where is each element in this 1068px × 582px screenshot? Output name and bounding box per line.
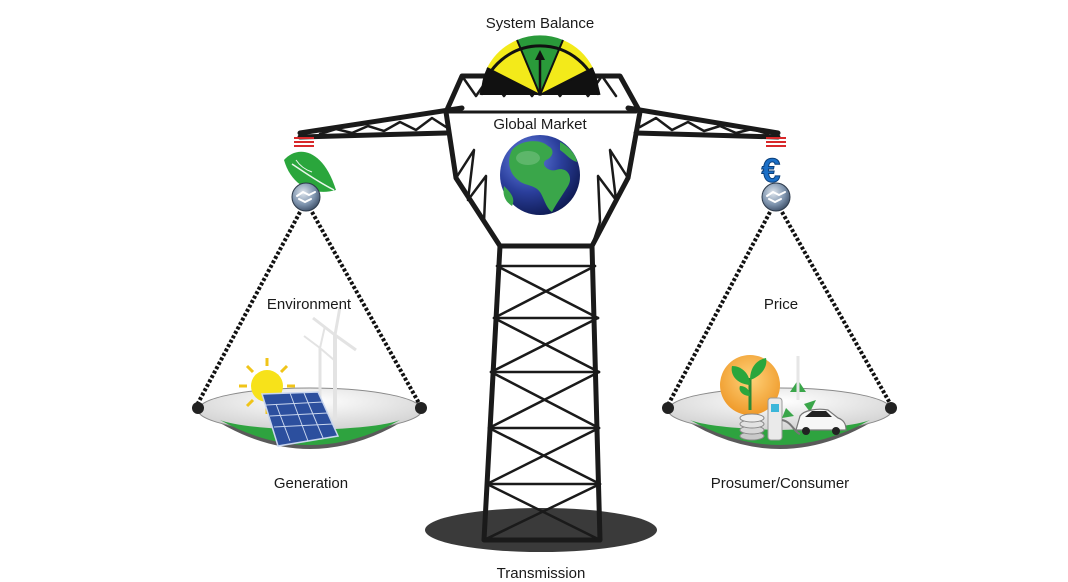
tower-shadow: [425, 508, 657, 552]
transmission-label: Transmission: [496, 565, 586, 582]
plant-icon: [720, 355, 780, 415]
handshake-icon: [761, 182, 791, 212]
car-icon: [795, 408, 847, 435]
handshake-icon: [291, 182, 321, 212]
right-hanger: €: [761, 137, 791, 212]
scale-chains: [195, 211, 893, 406]
system-balance-gauge: [479, 35, 601, 96]
environment-label: Environment: [266, 296, 352, 313]
system-balance-label: System Balance: [485, 15, 595, 32]
leaf-icon: [284, 151, 336, 192]
globe-icon: [500, 135, 580, 215]
prosumer-consumer-label: Prosumer/Consumer: [710, 475, 850, 492]
euro-icon: €: [761, 152, 781, 191]
gauge-segment-right-yellow: [540, 40, 593, 95]
gauge-segment-left-yellow: [487, 40, 540, 95]
coin-stack-icon: [739, 413, 765, 441]
global-market-label: Global Market: [493, 116, 587, 133]
right-scale-pan: [662, 355, 897, 449]
transmission-tower: [297, 73, 781, 543]
recycle-icon: [782, 356, 816, 418]
price-label: Price: [763, 296, 799, 313]
wind-turbine-icon: [303, 306, 357, 420]
solar-panel-icon: [260, 391, 340, 447]
ev-charger-icon: [767, 397, 801, 441]
left-hanger: [284, 137, 336, 212]
generation-label: Generation: [273, 475, 349, 492]
gauge-needle: [535, 50, 545, 92]
left-scale-pan: [192, 306, 427, 449]
svg-text:€: €: [762, 152, 781, 190]
